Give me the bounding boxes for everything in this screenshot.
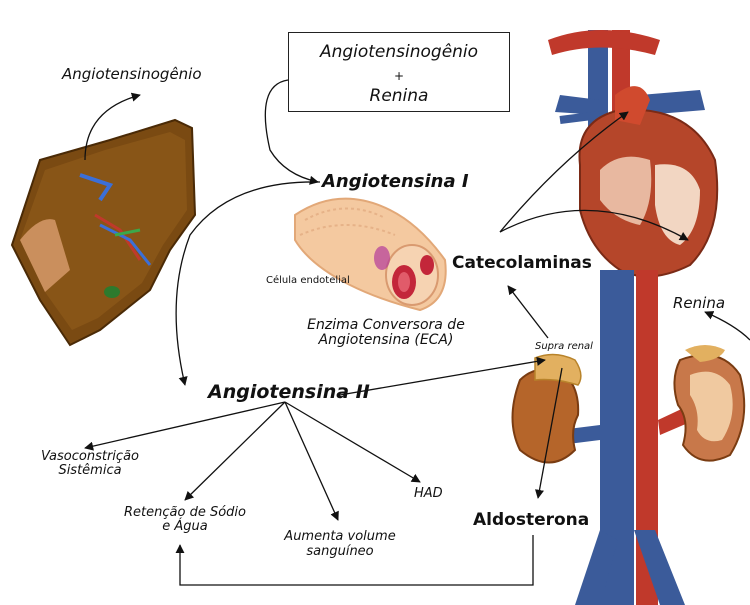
arrow-supra-renal-to-aldosterona bbox=[538, 368, 562, 498]
label-angiotensina-1: Angiotensina I bbox=[322, 173, 469, 192]
arrow-supra-renal-to-catecolaminas bbox=[508, 286, 548, 338]
arrow-to-had bbox=[285, 402, 420, 482]
arrow-to-vasoconstricao bbox=[85, 402, 285, 448]
arrow-angiotensina-2-to-supra-renal bbox=[340, 360, 545, 395]
box-plus-sign: + bbox=[288, 70, 510, 83]
label-eca-line2: Angiotensina (ECA) bbox=[296, 333, 476, 348]
label-vasoconstricao-line1: Vasoconstrição bbox=[25, 450, 155, 464]
label-angiotensina-2: Angiotensina II bbox=[208, 383, 370, 403]
label-retencao-line1: Retenção de Sódio bbox=[110, 506, 260, 520]
label-liver-angiotensinogen: Angiotensinogênio bbox=[62, 67, 202, 83]
label-catecolaminas: Catecolaminas bbox=[452, 255, 592, 273]
arrow-catecolaminas-to-heart-1 bbox=[500, 112, 628, 232]
label-aldosterona: Aldosterona bbox=[473, 512, 589, 530]
arrow-to-retencao bbox=[185, 402, 285, 500]
arrow-kidney-to-renina bbox=[705, 312, 750, 340]
label-aumenta-volume-line2: sanguíneo bbox=[270, 545, 410, 559]
label-renina: Renina bbox=[673, 296, 725, 312]
box-line-angiotensinogen: Angiotensinogênio bbox=[288, 44, 510, 62]
box-line-renina: Renina bbox=[288, 88, 510, 106]
arrow-catecolaminas-to-heart-2 bbox=[500, 210, 688, 240]
arrow-liver-to-angiotensinogen bbox=[85, 95, 140, 160]
label-supra-renal: Supra renal bbox=[535, 342, 593, 353]
label-had: HAD bbox=[414, 487, 443, 501]
label-retencao-line2: e Água bbox=[110, 520, 260, 534]
label-aumenta-volume-line1: Aumenta volume bbox=[270, 530, 410, 544]
arrow-to-aumenta-volume bbox=[285, 402, 338, 520]
label-celula-endotelial: Célula endotelial bbox=[266, 276, 350, 287]
label-eca-line1: Enzima Conversora de bbox=[296, 318, 476, 333]
label-vasoconstricao-line2: Sistêmica bbox=[25, 464, 155, 478]
